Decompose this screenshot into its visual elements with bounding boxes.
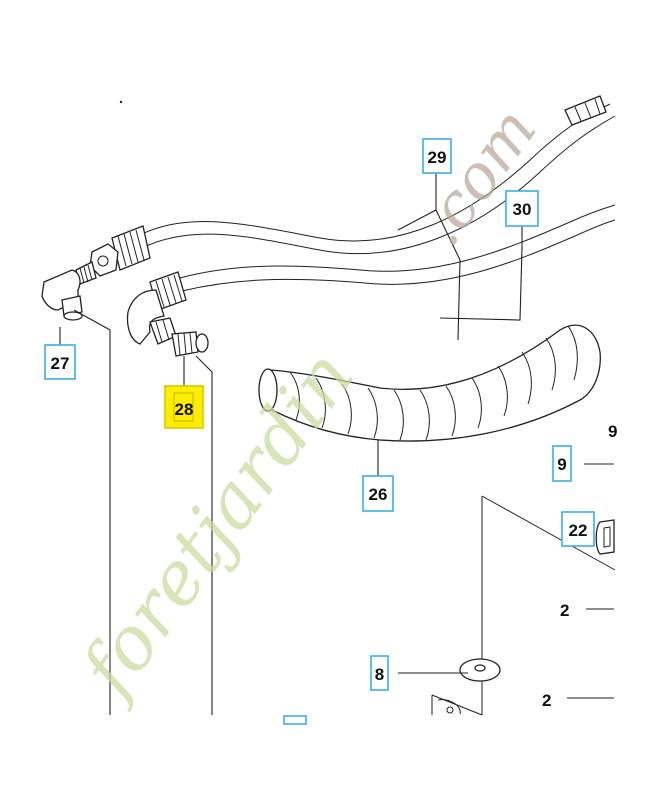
spiral-guard-26 [258,324,601,442]
washer-8 [459,658,501,682]
stray-mark [119,100,123,104]
svg-text:30: 30 [513,200,532,219]
callout-26: 26 [362,475,394,512]
callout-27: 27 [44,344,76,380]
label-2-b: 2 [542,691,551,710]
watermark-text: foretjardin [62,335,371,715]
svg-text:26: 26 [369,485,388,504]
callout-8: 8 [370,655,389,691]
hose-29 [139,95,616,255]
svg-text:9: 9 [557,455,566,474]
label-9-cut: 9 [608,422,617,441]
callout-22: 22 [561,511,595,547]
callout-28: 28 [164,385,204,429]
label-2-a: 2 [560,601,569,620]
watermark-suffix: .com [403,94,551,259]
svg-text:28: 28 [175,400,194,419]
fitting-27 [41,225,151,321]
fitting-28 [126,271,209,357]
callout-29: 29 [422,138,452,174]
svg-text:27: 27 [51,354,70,373]
callout-9: 9 [552,445,572,482]
svg-text:8: 8 [375,665,384,684]
callout-30: 30 [505,190,539,227]
svg-text:29: 29 [428,148,447,167]
frame-bracket [431,495,616,716]
callout-partial [283,715,307,725]
hose-30 [179,204,616,292]
svg-text:22: 22 [569,521,588,540]
leader-lines [59,173,614,715]
